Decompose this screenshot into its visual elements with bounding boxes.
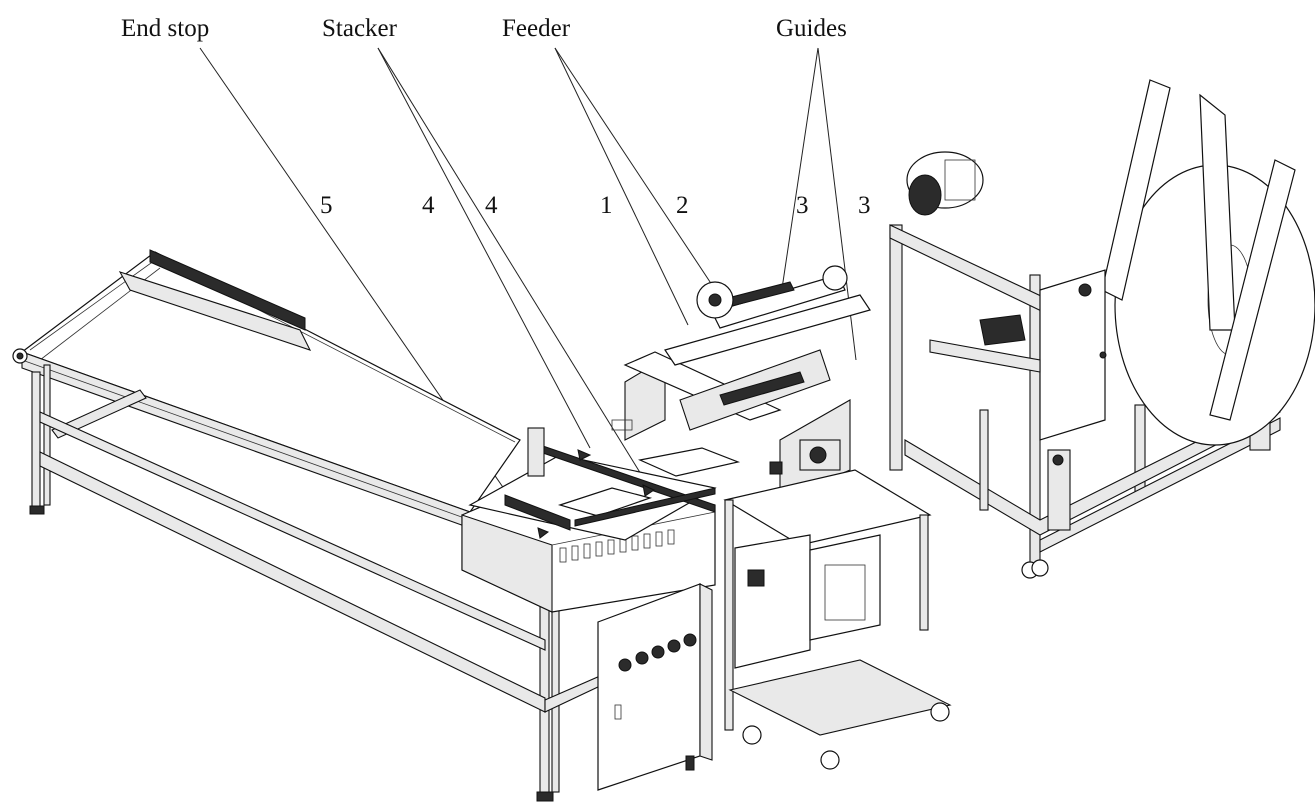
wheel-3 (930, 702, 950, 722)
control-panel (734, 534, 811, 669)
cabinet-front (597, 583, 701, 791)
number-1: 1 (600, 192, 613, 219)
number-5: 5 (320, 192, 333, 219)
unwinder-upright-left (889, 224, 903, 471)
number-3b: 3 (858, 192, 871, 219)
number-4b: 4 (485, 192, 498, 219)
leg-front-left (31, 371, 41, 511)
unwinder (889, 79, 1315, 579)
switch-2 (635, 651, 649, 665)
stacked-sheet (557, 487, 653, 517)
leader-stacker-a (377, 47, 591, 449)
stand-base (728, 659, 952, 736)
number-2: 2 (676, 192, 689, 219)
feeder-stand (723, 469, 952, 770)
leader-guides-a (779, 47, 819, 303)
pneumatic-unit (1047, 449, 1071, 531)
label-stacker: Stacker (322, 15, 398, 42)
wheel-1 (742, 725, 762, 745)
stacker-vents (559, 529, 675, 563)
unwinder-wheel-2 (1031, 559, 1049, 577)
roll-arm-front (1209, 159, 1296, 421)
stand-top (723, 469, 932, 546)
unwinder-top-rail (889, 224, 1061, 321)
label-guides: Guides (776, 15, 847, 42)
roller-main (711, 274, 846, 329)
end-stop-bar (504, 494, 571, 531)
electrical-cabinet (597, 583, 713, 791)
dancer-bracket (979, 314, 1026, 346)
switch-3 (651, 645, 665, 659)
sheet-on-tray (638, 447, 741, 477)
label-feeder: Feeder (502, 15, 571, 42)
switch-1 (618, 658, 632, 672)
leader-stacker-b (377, 47, 653, 493)
number-4a: 4 (422, 192, 435, 219)
number-3a: 3 (796, 192, 809, 219)
wheel-2 (820, 750, 840, 770)
leader-feeder-b (554, 47, 723, 301)
stacker-unit (461, 427, 741, 613)
switch-4 (667, 639, 681, 653)
switch-5 (683, 633, 697, 647)
unwinder-control-box (1039, 269, 1106, 441)
leader-feeder-a (554, 47, 689, 326)
conveyor-rear-block (149, 249, 306, 331)
label-end-stop: End stop (121, 15, 209, 42)
control-board (809, 534, 881, 641)
cabinet-handle (614, 704, 622, 720)
